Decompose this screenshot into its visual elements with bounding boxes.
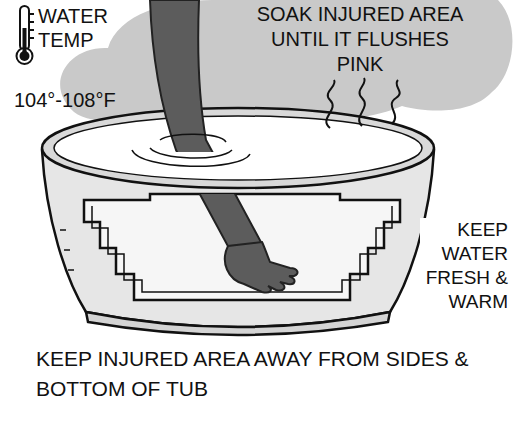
instruction-note: KEEP INJURED AREA AWAY FROM SIDES & BOTT…	[36, 344, 506, 404]
tub-base	[86, 312, 390, 335]
tub-rim	[42, 108, 434, 188]
tub-marks	[60, 230, 74, 270]
temp-range: 104°-108°F	[14, 88, 154, 112]
instruction-note: SOAK INJURED AREA UNTIL IT FLUSHES PINK	[250, 2, 470, 77]
cloud-ground	[60, 0, 512, 122]
steam	[326, 78, 399, 128]
instruction-note: KEEP WATER FRESH & WARM	[420, 218, 508, 314]
water-surface	[54, 116, 422, 180]
thermometer	[17, 6, 35, 64]
hand	[225, 242, 298, 293]
ripples	[132, 134, 250, 166]
temp-label: WATER TEMP	[38, 4, 134, 52]
